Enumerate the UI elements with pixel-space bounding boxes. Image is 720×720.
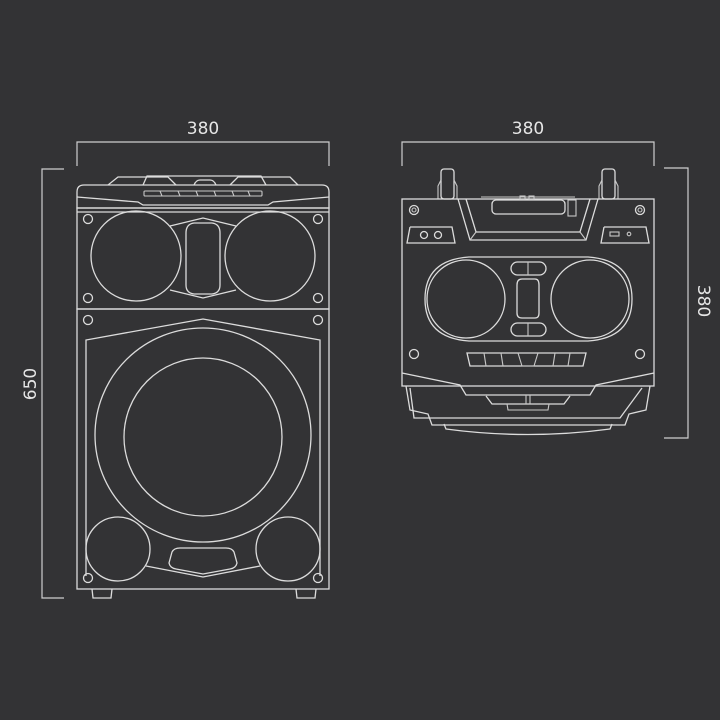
- woofer-cone: [123, 357, 283, 517]
- usb-input-panel: [600, 226, 650, 244]
- bass-port: [168, 547, 238, 575]
- right-wheel: [601, 168, 616, 200]
- woofer-surround: [94, 327, 312, 543]
- screw-icon: [408, 204, 420, 216]
- mic-jack-icon: [419, 230, 429, 240]
- lower-panel: [76, 308, 330, 590]
- right-passive-radiator: [255, 516, 321, 582]
- mic-input-panel: [406, 226, 456, 244]
- front-view: 380 650: [21, 119, 330, 599]
- screw-icon: [312, 292, 324, 304]
- right-mid-driver: [224, 210, 316, 302]
- handle-grip: [491, 199, 566, 215]
- top-depth-label: 380: [693, 285, 713, 317]
- top-cap: [76, 184, 330, 209]
- screw-icon: [312, 314, 324, 326]
- left-wheel: [440, 168, 455, 200]
- screw-icon: [312, 213, 324, 225]
- screw-icon: [82, 292, 94, 304]
- screw-center: [637, 207, 643, 213]
- top-body: [401, 195, 655, 387]
- front-height-dimension: 650: [21, 168, 64, 599]
- wheels: [437, 168, 619, 200]
- top-view: 380 380: [401, 119, 713, 439]
- tweeter-horn: [185, 222, 221, 295]
- right-speaker-grille: [550, 259, 630, 339]
- left-passive-radiator: [85, 516, 151, 582]
- base-contour: [401, 372, 655, 436]
- control-panel: [408, 256, 646, 367]
- screw-icon: [82, 213, 94, 225]
- screw-center: [411, 207, 417, 213]
- left-speaker-grille: [426, 259, 506, 339]
- front-width-label: 380: [187, 119, 219, 139]
- feet: [91, 588, 317, 599]
- usb-port-icon: [609, 231, 620, 237]
- left-mid-driver: [90, 210, 182, 302]
- screw-icon: [634, 204, 646, 216]
- mic-jack-icon: [433, 230, 443, 240]
- screw-icon: [408, 348, 420, 360]
- center-button: [516, 278, 540, 319]
- screw-icon: [82, 314, 94, 326]
- control-button-row: [466, 352, 587, 367]
- screw-icon: [312, 572, 324, 584]
- top-width-label: 380: [512, 119, 544, 139]
- aux-jack-icon: [626, 231, 632, 237]
- upper-panel: [76, 207, 330, 310]
- top-depth-dimension: 380: [664, 167, 713, 439]
- front-height-label: 650: [21, 368, 41, 400]
- screw-icon: [634, 348, 646, 360]
- top-handle: [107, 175, 299, 186]
- top-width-dimension: 380: [401, 119, 655, 166]
- front-width-dimension: 380: [76, 119, 330, 166]
- screw-icon: [82, 572, 94, 584]
